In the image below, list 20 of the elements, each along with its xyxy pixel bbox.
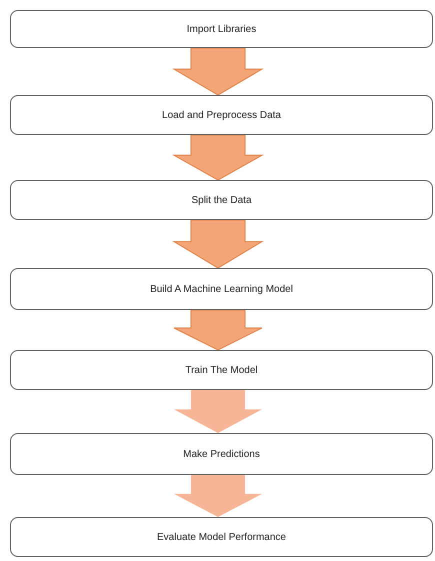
process-box — [10, 433, 433, 475]
block-arrow — [172, 134, 264, 181]
process-box — [10, 180, 433, 220]
step-label: Train The Model — [185, 364, 258, 376]
block-arrow — [174, 390, 262, 433]
block-arrow — [172, 48, 264, 96]
step-label: Evaluate Model Performance — [157, 532, 286, 542]
process-box — [10, 350, 433, 390]
process-box — [10, 517, 433, 557]
step-label: Make Predictions — [183, 448, 260, 460]
step-label: Build A Machine Learning Model — [150, 284, 293, 294]
process-box — [10, 10, 433, 48]
step-label: Split the Data — [191, 194, 252, 206]
process-box — [10, 95, 433, 135]
block-arrow — [172, 220, 264, 269]
block-arrow — [174, 475, 262, 517]
block-arrow — [174, 310, 262, 351]
step-label: Import Libraries — [186, 24, 256, 34]
process-box — [10, 268, 433, 310]
step-label: Load and Preprocess Data — [162, 110, 281, 120]
